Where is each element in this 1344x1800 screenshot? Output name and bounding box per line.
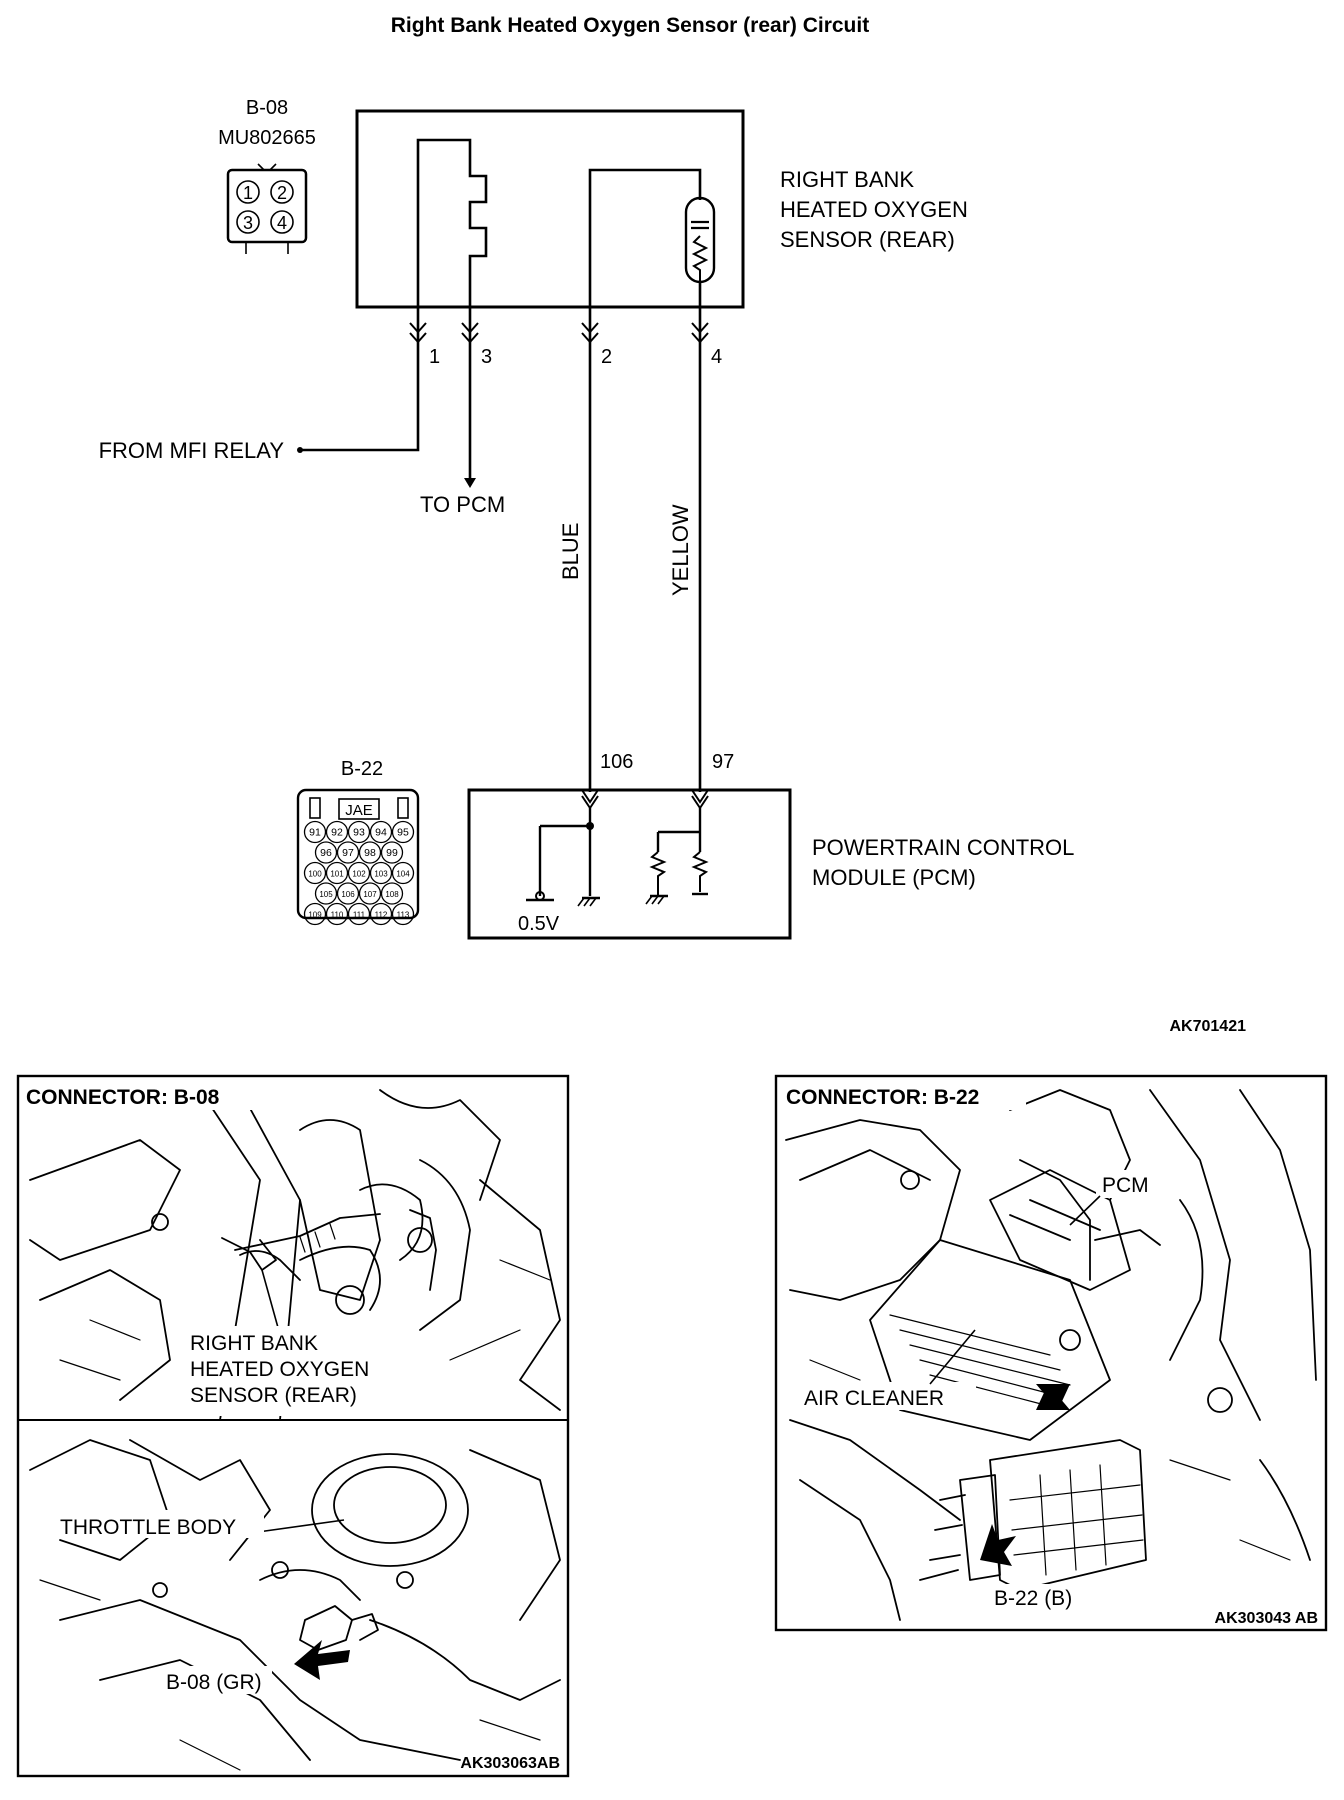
b22-pin-99: 99 bbox=[386, 847, 398, 859]
left-panel-sensor-line-3: SENSOR (REAR) bbox=[190, 1384, 357, 1407]
b22-pin-96: 96 bbox=[320, 847, 332, 859]
b08-pin-3: 3 bbox=[243, 213, 253, 233]
connector-b22-location-panel: CONNECTOR: B-22 PCM AIR CLEANER B-22 (B)… bbox=[774, 1074, 1328, 1632]
b22-pin-circle bbox=[369, 861, 393, 885]
sensor-label-line-3: SENSOR (REAR) bbox=[780, 227, 955, 252]
left-panel-throttle-label: THROTTLE BODY bbox=[60, 1516, 236, 1539]
connector-b22-icon: B-22 JAE 91 92 93 94 95 96 97 98 99 100 101 102 103 1… bbox=[296, 758, 420, 926]
right-panel-code: AK303043 AB bbox=[1215, 1610, 1318, 1627]
b22-pin-circle bbox=[391, 820, 415, 844]
b22-pin-103: 103 bbox=[374, 870, 388, 879]
right-panel-heading: CONNECTOR: B-22 bbox=[786, 1086, 979, 1109]
b22-pin-circle bbox=[336, 882, 360, 905]
right-panel-pcm-label: PCM bbox=[1102, 1174, 1149, 1197]
b22-pin-circle bbox=[380, 841, 404, 864]
left-panel-callout: B-08 (GR) bbox=[166, 1671, 262, 1694]
pin-label-1: 1 bbox=[429, 346, 440, 368]
pcm-box bbox=[467, 788, 792, 940]
pcm-voltage: 0.5V bbox=[518, 913, 560, 935]
wire-pin-3 bbox=[461, 307, 479, 488]
b22-pin-106: 106 bbox=[341, 890, 355, 899]
diagram-code: AK701421 bbox=[1170, 1018, 1247, 1035]
b22-pin-circle bbox=[369, 902, 393, 926]
b22-pin-93: 93 bbox=[353, 827, 365, 839]
pcm-pin-106: 106 bbox=[600, 751, 633, 773]
from-mfi-relay-label: FROM MFI RELAY bbox=[99, 438, 285, 463]
b22-pin-circle bbox=[358, 882, 382, 905]
connector-b08-id: B-08 bbox=[246, 97, 288, 119]
b22-pin-circle bbox=[303, 902, 327, 926]
b22-pin-circle bbox=[380, 882, 404, 905]
b22-pin-108: 108 bbox=[385, 890, 399, 899]
left-panel-sensor-line-2: HEATED OXYGEN bbox=[190, 1358, 369, 1381]
connector-b22-id: B-22 bbox=[341, 758, 383, 780]
b22-pin-101: 101 bbox=[330, 870, 344, 879]
b08-pin-4: 4 bbox=[277, 213, 287, 233]
b22-pin-113: 113 bbox=[397, 911, 410, 920]
wire-color-yellow: YELLOW bbox=[668, 504, 693, 596]
pin-label-4: 4 bbox=[711, 346, 722, 368]
pcm-label-line-1: POWERTRAIN CONTROL bbox=[812, 835, 1074, 860]
b22-pin-grid: 91 92 93 94 95 96 97 98 99 100 101 102 103 104 105 106 1… bbox=[303, 820, 415, 926]
left-panel-sensor-line-1: RIGHT BANK bbox=[190, 1332, 318, 1355]
diagram-title: Right Bank Heated Oxygen Sensor (rear) C… bbox=[391, 14, 869, 37]
wire-color-blue: BLUE bbox=[558, 523, 583, 580]
b22-pin-circle bbox=[325, 820, 349, 844]
to-pcm-label: TO PCM bbox=[420, 492, 505, 517]
b22-pin-circle bbox=[325, 861, 349, 885]
oxygen-sensor-box bbox=[355, 109, 745, 309]
b22-pin-112: 112 bbox=[375, 911, 388, 920]
b22-pin-95: 95 bbox=[397, 827, 409, 839]
b22-pin-98: 98 bbox=[364, 847, 376, 859]
b22-pin-102: 102 bbox=[352, 870, 366, 879]
wire-pin-2-blue bbox=[581, 307, 599, 792]
b22-pin-circle bbox=[347, 820, 371, 844]
b22-pin-circle bbox=[314, 841, 338, 864]
wire-pin-4-yellow bbox=[691, 307, 709, 792]
b22-pin-circle bbox=[325, 902, 349, 926]
b22-pin-107: 107 bbox=[363, 890, 377, 899]
sensor-label-line-2: HEATED OXYGEN bbox=[780, 197, 968, 222]
pin-label-2: 2 bbox=[601, 346, 612, 368]
left-panel-heading: CONNECTOR: B-08 bbox=[26, 1086, 220, 1109]
b22-pin-91: 91 bbox=[309, 827, 321, 839]
connector-b22-brand: JAE bbox=[345, 802, 373, 819]
b22-pin-92: 92 bbox=[331, 827, 343, 839]
b22-pin-111: 111 bbox=[353, 911, 366, 920]
b08-pin-2: 2 bbox=[277, 183, 287, 203]
b22-pin-105: 105 bbox=[319, 890, 333, 899]
sensor-label-line-1: RIGHT BANK bbox=[780, 167, 914, 192]
connector-b08-icon: B-08 MU802665 1 2 3 4 bbox=[218, 97, 316, 254]
b22-pin-circle bbox=[391, 902, 415, 926]
b22-pin-circle bbox=[347, 861, 371, 885]
b22-pin-circle bbox=[303, 861, 327, 885]
engine-bay-sketch bbox=[785, 1089, 1317, 1621]
connector-b08-location-panel: CONNECTOR: B-08 RIGHT BANK HEATED OXYGEN… bbox=[16, 1074, 570, 1778]
pin-label-3: 3 bbox=[481, 346, 492, 368]
b22-pin-94: 94 bbox=[375, 827, 387, 839]
b22-pin-104: 104 bbox=[396, 870, 410, 879]
right-panel-callout: B-22 (B) bbox=[994, 1587, 1072, 1610]
b22-pin-97: 97 bbox=[342, 847, 354, 859]
connector-b08-part: MU802665 bbox=[218, 127, 316, 149]
b22-pin-circle bbox=[303, 820, 327, 844]
b22-pin-circle bbox=[347, 902, 371, 926]
b22-pin-circle bbox=[391, 861, 415, 885]
b22-pin-110: 110 bbox=[331, 911, 344, 920]
b22-pin-circle bbox=[336, 841, 360, 864]
pcm-pin-97: 97 bbox=[712, 751, 734, 773]
left-panel-code: AK303063AB bbox=[460, 1755, 560, 1772]
b08-pin-1: 1 bbox=[243, 183, 253, 203]
b22-pin-circle bbox=[358, 841, 382, 864]
right-panel-air-cleaner-label: AIR CLEANER bbox=[804, 1387, 944, 1410]
b22-pin-circle bbox=[369, 820, 393, 844]
pcm-label-line-2: MODULE (PCM) bbox=[812, 865, 976, 890]
wire-pin-1 bbox=[297, 307, 427, 453]
b22-pin-100: 100 bbox=[308, 870, 322, 879]
b22-pin-109: 109 bbox=[308, 911, 322, 920]
b22-pin-circle bbox=[314, 882, 338, 905]
